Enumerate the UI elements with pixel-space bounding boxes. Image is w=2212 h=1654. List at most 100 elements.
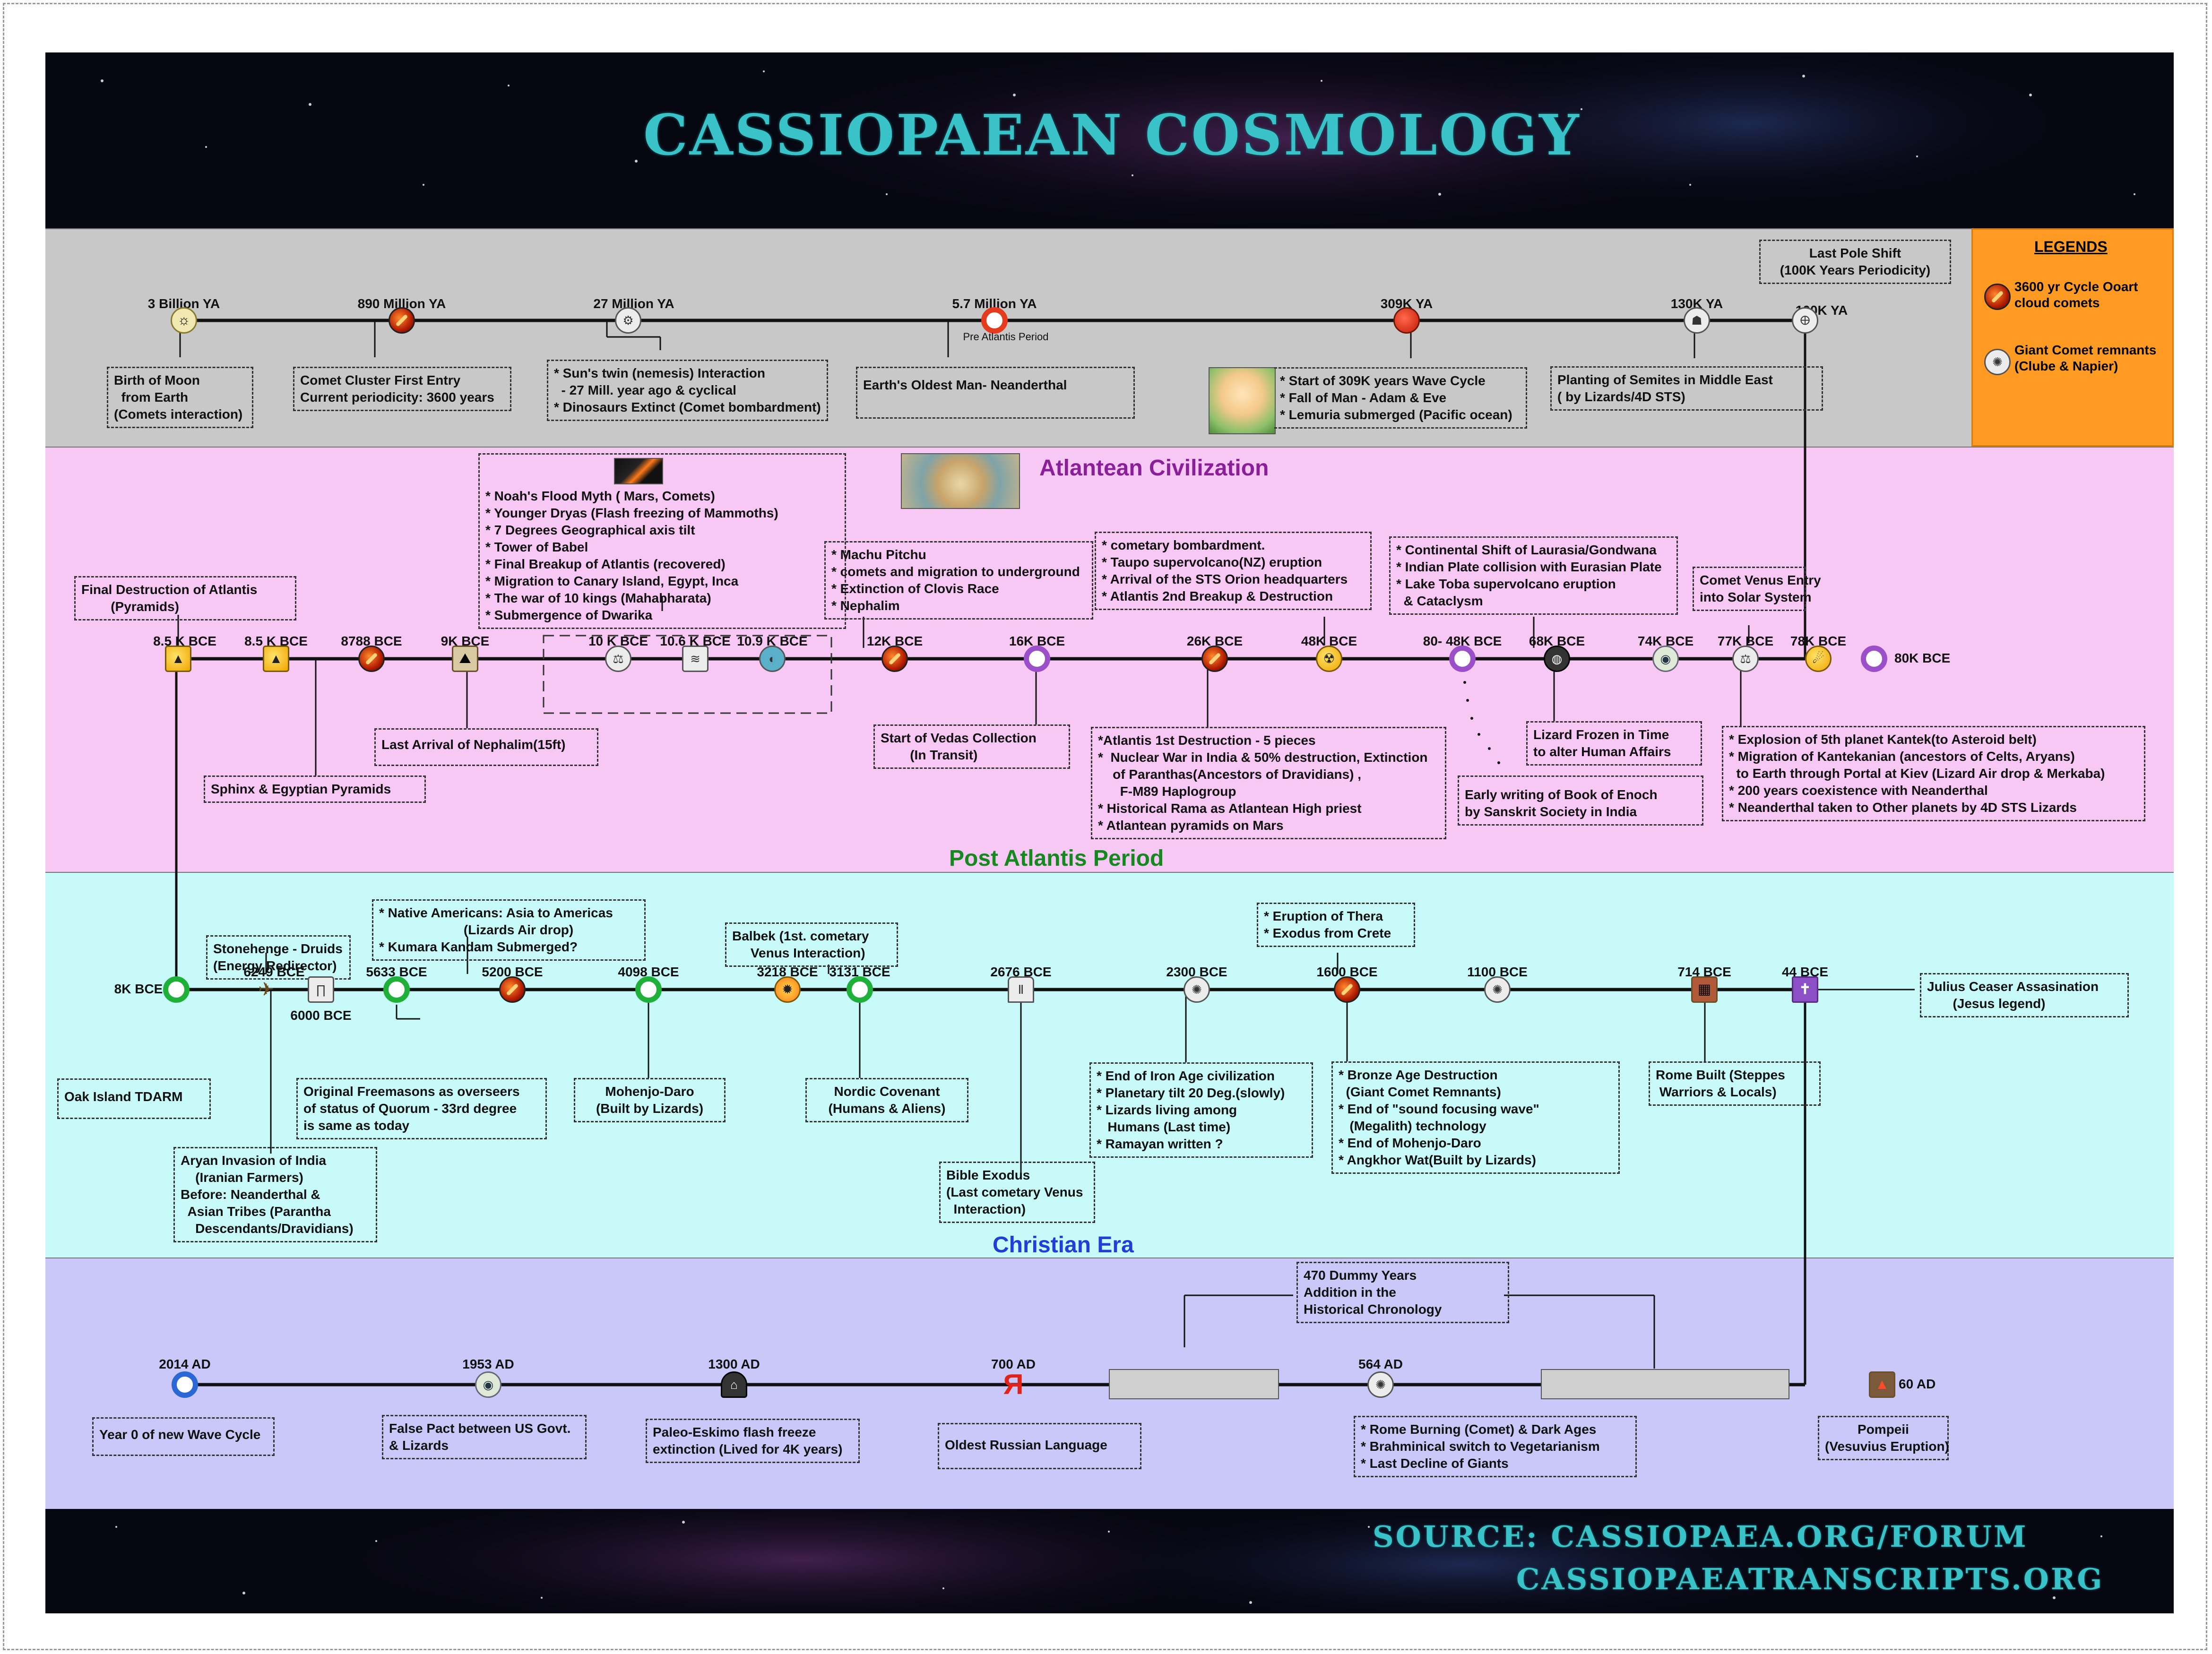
missing-years-bar-right (1541, 1369, 1789, 1399)
comet-icon (881, 646, 908, 672)
event-aryan-invasion: Aryan Invasion of India (Iranian Farmers… (173, 1147, 377, 1242)
dotted-connector (1463, 681, 1466, 684)
apple-icon (1393, 307, 1420, 334)
event-thera: * Eruption of Thera * Exodus from Crete (1257, 903, 1415, 947)
event-semites: Planting of Semites in Middle East ( by … (1550, 366, 1823, 411)
fireball-icon: ✹ (774, 976, 801, 1003)
event-stonehenge: Stonehenge - Druids (Energy Redirector) (206, 935, 351, 980)
pre-atlantis-period-label: Pre Atlantis Period (963, 331, 1049, 343)
event-final-destruction-atlantis: Final Destruction of Atlantis (Pyramids) (74, 576, 296, 620)
comet-icon (499, 976, 526, 1003)
legend-item-comets: 3600 yr Cycle Ooart cloud comets (2014, 279, 2138, 310)
earth-icon: ◐ (759, 646, 786, 672)
event-atlantis-1st-destruction: *Atlantis 1st Destruction - 5 pieces * N… (1091, 727, 1446, 839)
green-ring-marker (635, 976, 662, 1003)
event-julius-ceaser: Julius Ceaser Assasination (Jesus legend… (1920, 973, 2129, 1017)
event-bible-exodus: Bible Exodus (Last cometary Venus Intera… (939, 1162, 1095, 1223)
legend-item-remnants: Giant Comet remnants (Clube & Napier) (2014, 343, 2157, 373)
cyrillic-letter-icon: Я (1003, 1369, 1024, 1400)
event-machu-pitchu: * Machu Pitchu * comets and migration to… (824, 541, 1093, 620)
date-700-ad: 700 AD (991, 1357, 1036, 1371)
event-pompeii: Pompeii (Vesuvius Eruption) (1818, 1416, 1949, 1460)
blue-ring-marker (172, 1371, 198, 1398)
stonehenge-icon: ∏ (308, 976, 334, 1003)
legend-box: LEGENDS 3600 yr Cycle Ooart cloud comets… (1971, 228, 2174, 447)
bell-icon: ▲ (165, 646, 191, 672)
event-paleo-eskimo: Paleo-Eskimo flash freeze extinction (Li… (646, 1419, 860, 1463)
comet-remnant-icon: ✺ (1184, 976, 1210, 1003)
event-oak-island: Oak Island TDARM (57, 1078, 211, 1119)
event-kantek: * Explosion of 5th planet Kantek(to Aste… (1722, 726, 2145, 821)
event-year-0: Year 0 of new Wave Cycle (92, 1417, 275, 1456)
dotted-connector (1466, 699, 1469, 702)
legend-title: LEGENDS (2034, 238, 2108, 255)
section-title-christian: Christian Era (993, 1232, 1134, 1258)
date-6000-bce: 6000 BCE (290, 1008, 352, 1023)
poster: CASSIOPAEAN COSMOLOGY LEGENDS 3600 yr Cy… (45, 52, 2174, 1613)
event-dummy-years: 470 Dummy Years Addition in the Historic… (1296, 1262, 1509, 1323)
date-1953-ad: 1953 AD (462, 1357, 514, 1371)
event-rome-built: Rome Built (Steppes Warriors & Locals) (1649, 1061, 1821, 1106)
alien-icon: ◉ (475, 1371, 501, 1398)
event-nordic-covenant: Nordic Covenant (Humans & Aliens) (805, 1078, 968, 1122)
page-border (3, 3, 2207, 1650)
comet-remnant-icon: ✺ (1984, 349, 2011, 375)
event-oldest-man: Earth's Oldest Man- Neanderthal (856, 367, 1135, 419)
event-rome-burning: * Rome Burning (Comet) & Dark Ages * Bra… (1354, 1416, 1637, 1477)
event-noahs-flood: * Noah's Flood Myth ( Mars, Comets) * Yo… (478, 453, 846, 629)
radiation-icon: ☢ (1316, 646, 1342, 672)
comet-icon: ☄ (1805, 646, 1832, 672)
people-icon: ☗ (1684, 307, 1710, 334)
starfield-background (101, 52, 2135, 1613)
date-80k-bce: 80K BCE (1894, 651, 1951, 665)
red-ring-marker (981, 307, 1008, 334)
tablet-icon: Ⅱ (1008, 976, 1034, 1003)
comet-remnant-icon: ✺ (1484, 976, 1511, 1003)
igloo-icon: ⌂ (721, 1371, 747, 1398)
comet-icon (358, 646, 385, 672)
comet-photo (614, 458, 663, 484)
date-8k-bce: 8K BCE (114, 982, 163, 996)
dotted-connector (1497, 761, 1500, 764)
adam-and-eve-illustration (1209, 367, 1276, 434)
event-native-americans: * Native Americans: Asia to Americas (Li… (372, 899, 646, 961)
event-laurasia: * Continental Shift of Laurasia/Gondwana… (1389, 536, 1678, 615)
scales-icon: ⚖ (605, 646, 631, 672)
globe-dark-icon: ◍ (1544, 646, 1570, 672)
date-2014-ad: 2014 AD (159, 1357, 211, 1371)
event-taupo: * cometary bombardment. * Taupo supervol… (1095, 532, 1372, 610)
event-book-of-enoch: Early writing of Book of Enoch by Sanskr… (1458, 775, 1703, 826)
timeline-lines (175, 310, 1915, 1395)
event-false-pact: False Pact between US Govt. & Lizards (382, 1415, 587, 1459)
gear-icon: ⚙ (615, 307, 641, 334)
ark-icon: ≋ (682, 646, 709, 672)
green-ring-marker (847, 976, 873, 1003)
event-mohenjo-daro: Mohenjo-Daro (Built by Lizards) (574, 1078, 726, 1122)
volcano-icon: ▲ (1869, 1371, 1895, 1398)
event-last-pole-shift: Last Pole Shift (100K Years Periodicity) (1759, 240, 1951, 284)
atlantis-illustration (901, 453, 1020, 509)
source-line-2: CASSIOPAEATRANSCRIPTS.ORG (1516, 1562, 2104, 1596)
event-iron-age: * End of Iron Age civilization * Planeta… (1089, 1062, 1313, 1158)
event-suns-twin: * Sun's twin (nemesis) Interaction - 27 … (547, 360, 828, 421)
event-oldest-russian: Oldest Russian Language (938, 1423, 1141, 1469)
scales-icon: ⚖ (1732, 646, 1759, 672)
green-ring-marker (383, 976, 410, 1003)
alien-icon: ◉ (1652, 646, 1679, 672)
event-sphinx: Sphinx & Egyptian Pyramids (204, 775, 426, 803)
event-balbek: Balbek (1st. cometary Venus Interaction) (725, 922, 898, 967)
comet-icon (389, 307, 415, 334)
band-post-atlantis (45, 872, 2174, 1258)
green-ring-marker (163, 976, 190, 1003)
event-freemasons: Original Freemasons as overseers of stat… (296, 1078, 547, 1139)
comet-remnant-icon: ✺ (1367, 1371, 1394, 1398)
page-title: CASSIOPAEAN COSMOLOGY (643, 102, 1581, 168)
event-lizard-frozen: Lizard Frozen in Time to alter Human Aff… (1526, 721, 1702, 766)
event-comet-venus-entry: Comet Venus Entry into Solar System (1693, 567, 1821, 611)
date-564-ad: 564 AD (1358, 1357, 1403, 1371)
mountain-icon: ⛰ (452, 646, 478, 672)
purple-ring-marker (1024, 646, 1050, 672)
cross-icon: ✝ (1792, 976, 1818, 1003)
section-title-post-atlantis: Post Atlantis Period (949, 846, 1164, 871)
source-line-1: SOURCE: CASSIOPAEA.ORG/FORUM (1373, 1519, 2028, 1554)
